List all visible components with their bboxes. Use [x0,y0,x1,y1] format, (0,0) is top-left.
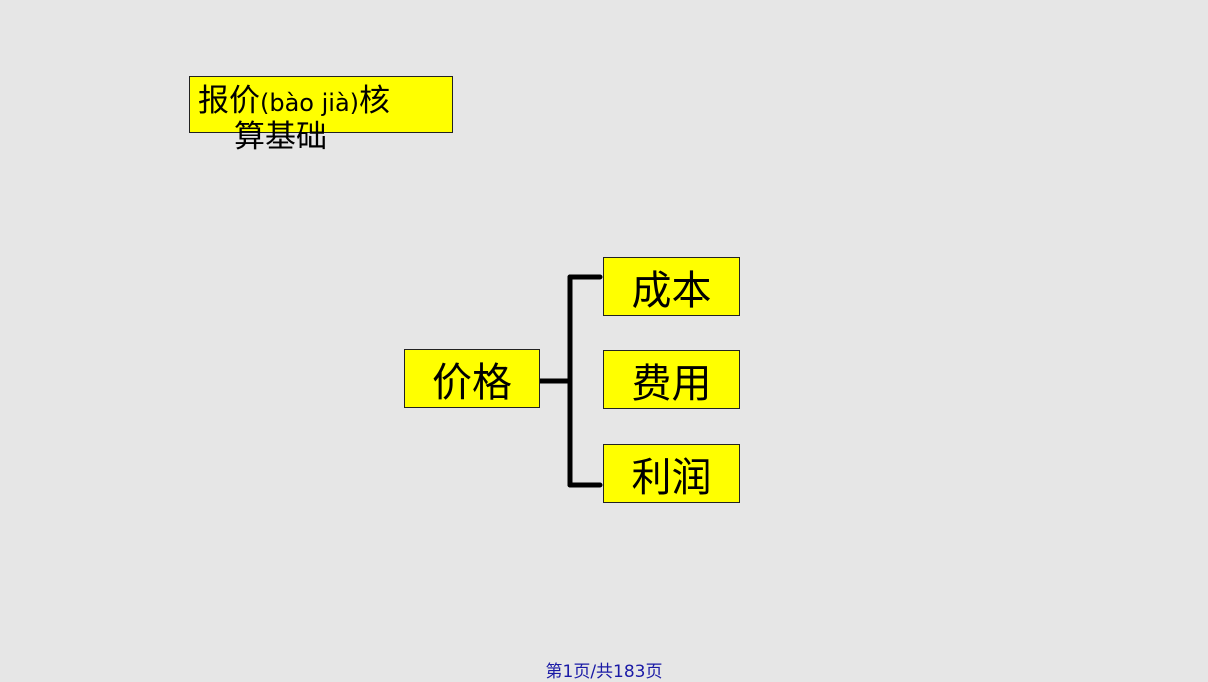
node-profit-label: 利润 [631,454,712,501]
node-expense: 费用 [603,350,740,409]
node-cost: 成本 [603,257,740,316]
node-price: 价格 [404,349,540,408]
title-prefix: 报价 [198,83,260,119]
slide-title: 报价(bào jià)核算基础 [198,81,448,157]
node-profit: 利润 [603,444,740,503]
page-footer: 第1页/共183页 [0,657,1208,682]
title-box: 报价(bào jià)核算基础 [189,76,453,155]
title-suffix: 核 [359,83,391,119]
title-pinyin: (bào jià) [260,89,360,117]
node-price-label: 价格 [432,359,512,406]
title-line2: 算基础 [234,119,327,155]
node-expense-label: 费用 [631,360,712,407]
page-number: 第1页/共183页 [545,662,663,682]
node-cost-label: 成本 [631,267,712,314]
